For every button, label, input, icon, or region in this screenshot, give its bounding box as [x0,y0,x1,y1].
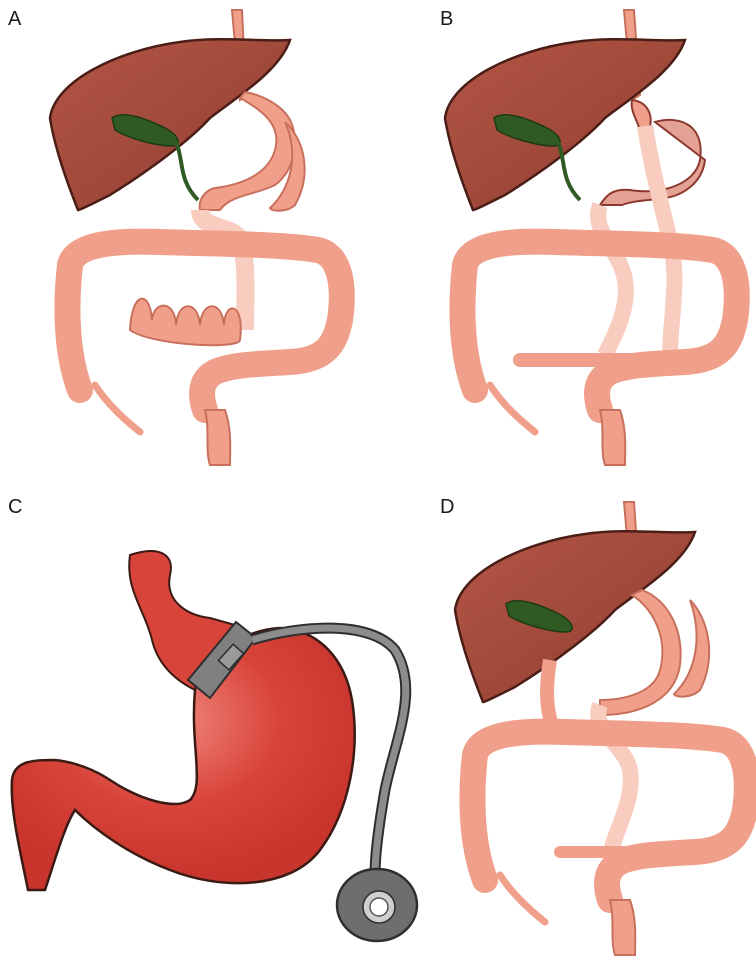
appendix [490,385,535,432]
appendix [95,385,140,432]
rectum [600,410,625,465]
panel-b-diagram [445,10,737,465]
panel-d-diagram [455,502,747,955]
bile-duct [176,142,198,200]
gastric-pouch [632,100,651,130]
panel-a-diagram [50,10,342,465]
colon [462,242,736,410]
biliopancreatic-limb [598,205,626,355]
colon [472,732,746,900]
panel-c-diagram [12,551,417,941]
rectum [205,410,230,465]
port-septum-inner [370,898,388,916]
rectum [610,900,635,955]
appendix [500,875,545,922]
small-intestine [130,299,241,346]
